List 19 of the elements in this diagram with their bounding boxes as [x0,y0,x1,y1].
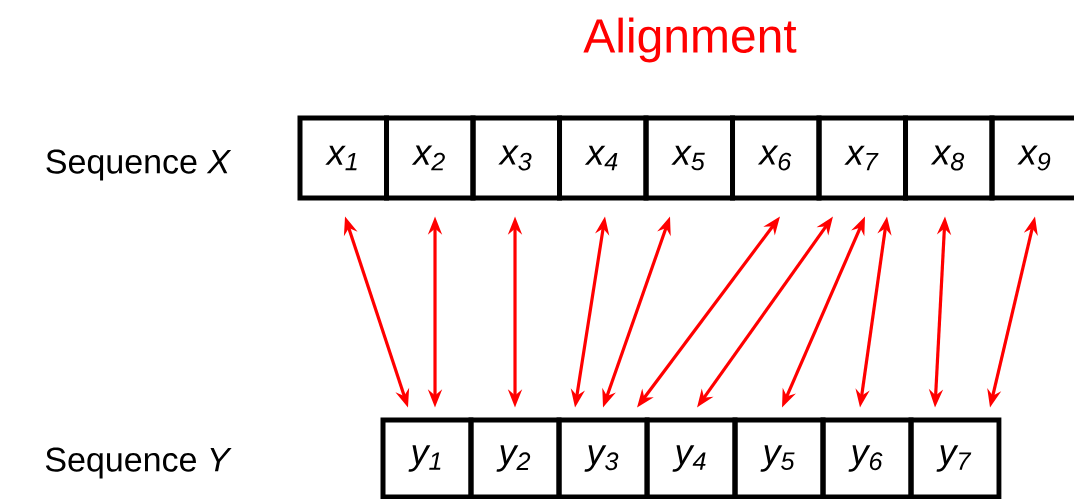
sequence-cell: y$_{3}$ [556,417,650,499]
sequence-cell: y$_{7}$ [908,417,1002,499]
sequence-cell: x$_{7}$ [816,115,908,201]
sequence-cell: x$_{6}$ [730,115,822,201]
sequence-cell: y$_{2}$ [468,417,562,499]
sequence-cell: x$_{9}$ [989,115,1074,201]
sequence-cell: x$_{4}$ [557,115,649,201]
sequence-cell: x$_{3}$ [470,115,562,201]
sequence-label: Sequence Y [45,447,232,479]
sequence-cell: x$_{8}$ [903,115,995,201]
sequence-cell: x$_{2}$ [384,115,476,201]
sequence-cell: y$_{6}$ [820,417,914,499]
sequence-cell: x$_{1}$ [297,115,389,201]
sequence-cell: y$_{1}$ [380,417,474,499]
sequence-label: Sequence X [46,149,232,181]
sequence-cell: x$_{5}$ [643,115,735,201]
sequence-cell: y$_{5}$ [732,417,826,499]
title: Alignment [583,17,797,63]
sequence-cell: y$_{4}$ [644,417,738,499]
